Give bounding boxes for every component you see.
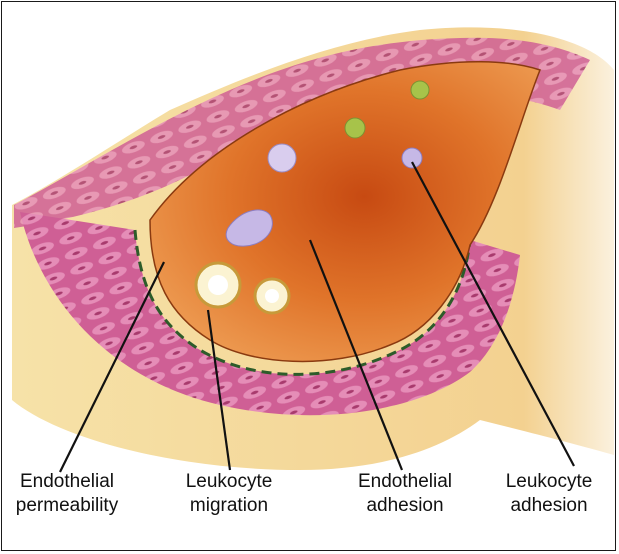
label-leukocyte-migration: Leukocytemigration xyxy=(164,470,294,518)
label-endothelial-adhesion: Endothelialadhesion xyxy=(340,470,470,518)
label-leukocyte-adhesion: Leukocyteadhesion xyxy=(484,470,614,518)
label-endothelial-permeability: Endothelialpermeability xyxy=(2,470,132,518)
